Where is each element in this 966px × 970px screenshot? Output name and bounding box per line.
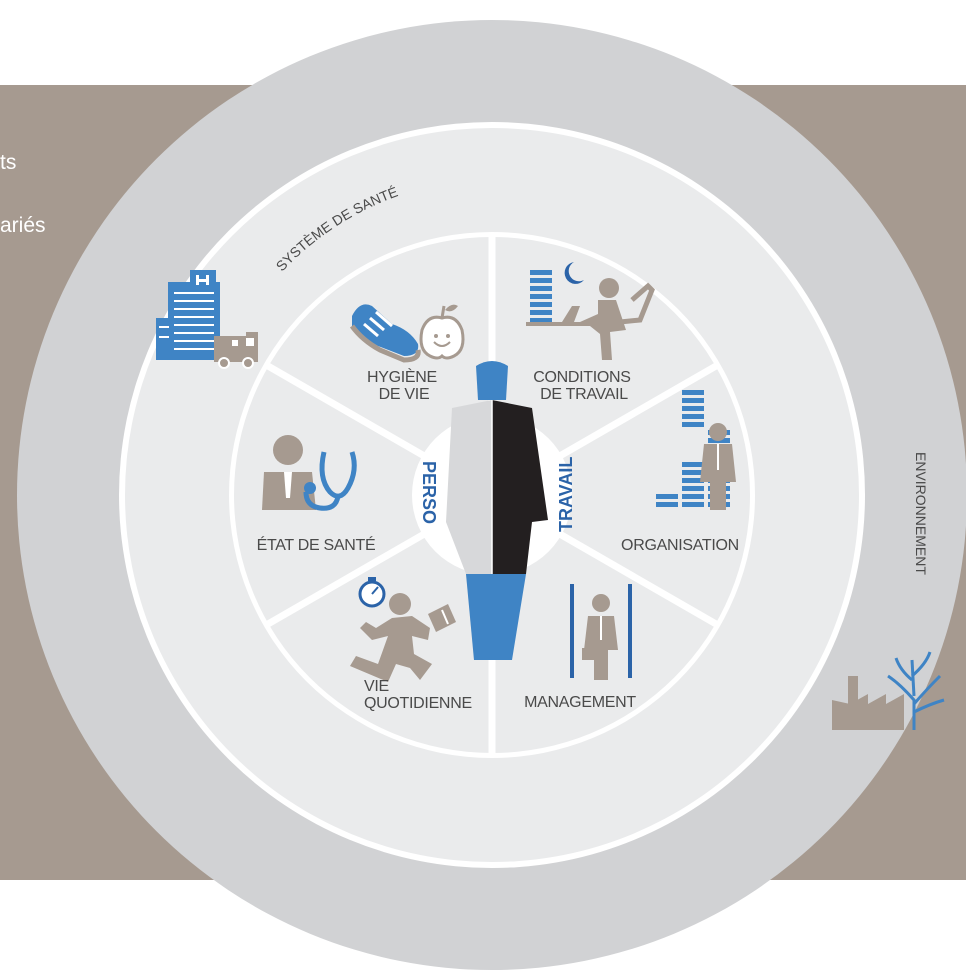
person-figure-icon — [446, 361, 548, 660]
ambulance-icon — [214, 332, 258, 369]
partial-text-line-2: ariés — [0, 214, 46, 237]
partial-text-line-1: ts — [0, 151, 17, 174]
apple-icon — [419, 304, 465, 360]
conditions-travail-label: CONDITIONS DE TRAVAIL — [533, 369, 635, 403]
manager-icon — [570, 584, 632, 680]
travail-label: TRAVAIL — [556, 457, 576, 532]
etat-sante-label: ÉTAT DE SANTÉ — [257, 535, 376, 554]
hygiene-label: HYGIÈNE DE VIE — [367, 367, 441, 403]
org-chart-icon — [656, 390, 736, 510]
sneaker-icon — [349, 304, 421, 363]
environnement-label: ENVIRONNEMENT — [913, 452, 929, 575]
office-worker-icon — [526, 262, 655, 360]
factory-icon — [832, 676, 904, 730]
management-label: MANAGEMENT — [524, 694, 636, 711]
organisation-label: ORGANISATION — [621, 537, 739, 554]
tree-icon — [887, 651, 945, 730]
perso-label: PERSO — [419, 461, 439, 524]
vie-quotidienne-label: VIE QUOTIDIENNE — [364, 678, 472, 712]
stethoscope-icon — [303, 451, 357, 511]
runner-icon — [350, 577, 456, 682]
hospital-icon — [156, 270, 220, 360]
doctor-icon — [262, 435, 316, 510]
